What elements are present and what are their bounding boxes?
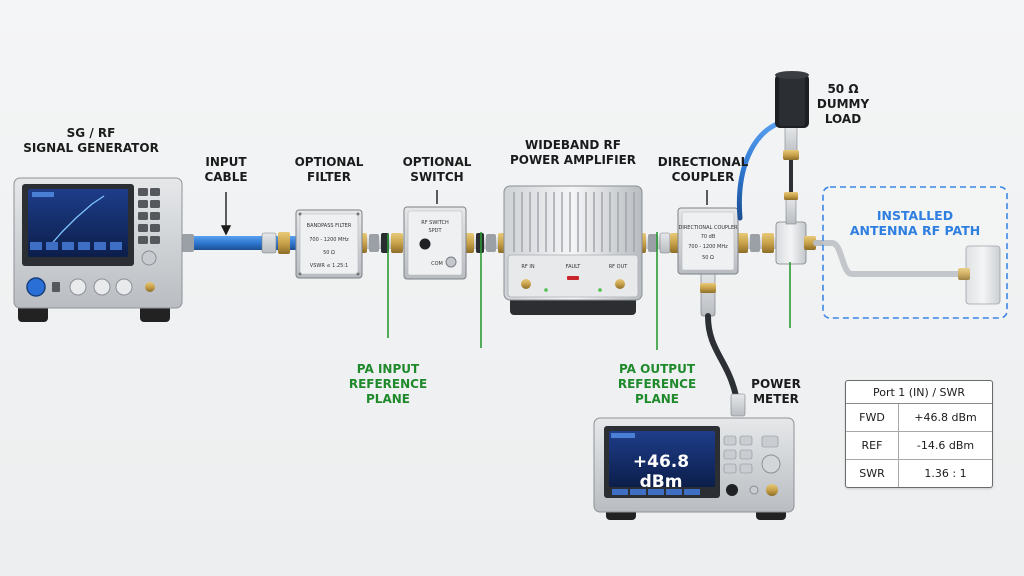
power-meter-cable xyxy=(705,313,739,399)
label-line: POWER AMPLIFIER xyxy=(509,153,637,167)
signal-generator xyxy=(13,177,183,322)
coupler-range: 700 - 1200 MHz xyxy=(688,244,728,250)
label-line: PA OUTPUT xyxy=(618,362,696,376)
switch-title: RF SWITCH xyxy=(421,220,449,226)
label-signal-generator: SG / RF SIGNAL GENERATOR xyxy=(23,126,159,156)
swr-row-key: SWR xyxy=(846,460,899,487)
antenna-cable xyxy=(813,240,971,277)
label-pa-input-plane: PA INPUT REFERENCE PLANE xyxy=(349,362,427,407)
coupler-title: DIRECTIONAL COUPLER xyxy=(679,225,738,231)
table-row: FWD +46.8 dBm xyxy=(846,404,992,432)
label-line: COUPLER xyxy=(671,170,735,184)
directional-coupler: DIRECTIONAL COUPLER 70 dB 700 - 1200 MHz… xyxy=(677,207,739,317)
swr-table: Port 1 (IN) / SWR FWD +46.8 dBm REF -14.… xyxy=(845,380,993,488)
label-line: PLANE xyxy=(366,392,410,406)
bandpass-filter: BANDPASS FILTER 700 - 1200 MHz 50 Ω VSWR… xyxy=(295,209,363,279)
label-line: CABLE xyxy=(204,170,248,184)
label-line: DUMMY xyxy=(816,97,870,111)
label-antenna-path: INSTALLED ANTENNA RF PATH xyxy=(850,208,980,238)
label-line: POWER xyxy=(751,377,801,391)
pa-rf-in-label: RF IN xyxy=(521,264,534,270)
label-line: REFERENCE xyxy=(348,377,428,391)
switch-com-label: COM xyxy=(431,261,443,267)
swr-row-key: FWD xyxy=(846,404,899,431)
power-amplifier: RF IN FAULT RF OUT xyxy=(503,185,643,315)
label-line: INPUT xyxy=(205,155,247,169)
label-line: PLANE xyxy=(635,392,679,406)
label-line: LOAD xyxy=(824,112,862,126)
label-line: WIDEBAND RF xyxy=(525,138,621,152)
filter-title: BANDPASS FILTER xyxy=(307,223,352,229)
label-line: OPTIONAL xyxy=(402,155,472,169)
label-optional-switch: OPTIONAL SWITCH xyxy=(403,155,472,185)
pa-fault-label: FAULT xyxy=(566,264,582,270)
table-row: REF -14.6 dBm xyxy=(846,432,992,460)
label-optional-filter: OPTIONAL FILTER xyxy=(295,155,364,185)
label-line: ANTENNA RF PATH xyxy=(849,223,981,238)
tee-adapter xyxy=(775,192,816,265)
swr-row-value: 1.36 : 1 xyxy=(924,467,967,480)
coupler-impedance: 50 Ω xyxy=(702,255,714,261)
swr-row-value: +46.8 dBm xyxy=(914,411,977,424)
label-line: PA INPUT xyxy=(356,362,420,376)
filter-range: 700 - 1200 MHz xyxy=(309,237,349,243)
label-line: SWITCH xyxy=(410,170,464,184)
label-line: SIGNAL GENERATOR xyxy=(23,141,159,155)
label-line: INSTALLED xyxy=(876,208,954,223)
label-line: 50 Ω xyxy=(827,82,859,96)
dummy-load xyxy=(775,71,809,128)
label-line: SG / RF xyxy=(66,126,116,140)
label-dummy-load: 50 Ω DUMMY LOAD xyxy=(817,82,869,127)
pa-rf-out-label: RF OUT xyxy=(609,264,629,270)
label-line: REFERENCE xyxy=(617,377,697,391)
coupler-coupling: 70 dB xyxy=(701,234,716,240)
antenna-path-box xyxy=(822,186,1008,319)
swr-row-key: REF xyxy=(846,432,899,459)
label-power-amplifier: WIDEBAND RF POWER AMPLIFIER xyxy=(510,138,636,168)
dummy-load-cable xyxy=(736,119,785,221)
filter-vswr: VSWR ≤ 1.25:1 xyxy=(310,263,348,269)
swr-table-header: Port 1 (IN) / SWR xyxy=(846,381,992,404)
swr-row-value: -14.6 dBm xyxy=(916,439,975,452)
power-meter xyxy=(593,417,795,520)
rf-switch: RF SWITCH SPDT COM xyxy=(403,206,467,280)
label-power-meter: POWER METER xyxy=(751,377,801,407)
table-row: SWR 1.36 : 1 xyxy=(846,460,992,487)
label-line: METER xyxy=(753,392,799,406)
label-line: DIRECTIONAL xyxy=(657,155,749,169)
label-line: OPTIONAL xyxy=(294,155,364,169)
label-line: FILTER xyxy=(307,170,351,184)
label-input-cable: INPUT CABLE xyxy=(204,155,247,185)
filter-impedance: 50 Ω xyxy=(323,250,335,256)
label-pa-output-plane: PA OUTPUT REFERENCE PLANE xyxy=(618,362,696,407)
antenna-bulkhead xyxy=(958,245,1001,305)
switch-type: SPDT xyxy=(428,228,442,234)
power-meter-reading: +46.8 dBm xyxy=(632,452,690,492)
label-directional-coupler: DIRECTIONAL COUPLER xyxy=(658,155,749,185)
